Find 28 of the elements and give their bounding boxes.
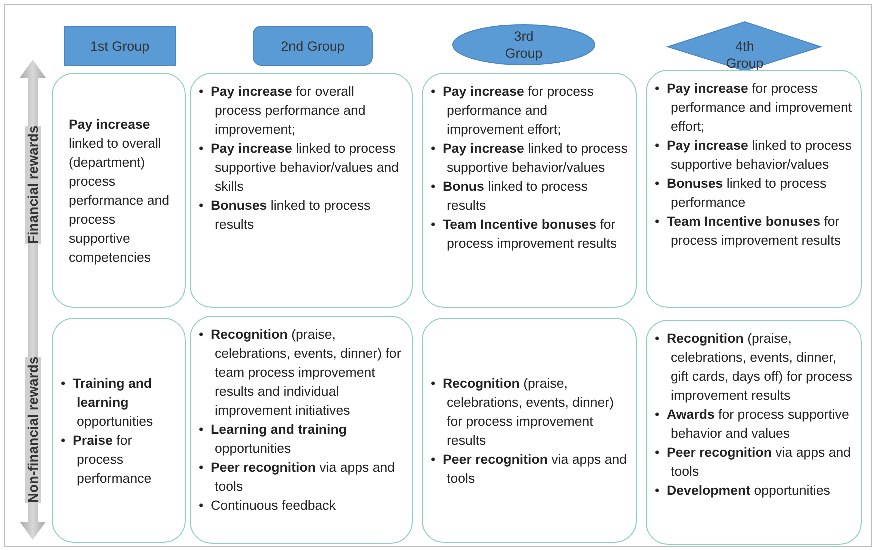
bullet-text: • Recognition (praise, celebrations, events, dinner) for team process improvement results and individual improvement initiatives [199,326,402,420]
axis-label: Non-financial rewards [25,356,42,504]
bullet-text: • Pay increase for overall process performance and improvement; [199,83,367,139]
reward-card [52,73,186,308]
reward-card [422,318,637,543]
axis-label: Financial rewards [25,126,42,244]
bullet-text: • Praise for process performance [61,432,153,488]
bullet-text: • Bonus linked to process results [431,178,589,215]
group-heading: 3rd Group [504,28,544,62]
group-heading: 1st Group [90,38,150,54]
group-heading: 4th Group [725,38,765,72]
bullet-text: • Peer recognition via apps and tools [199,459,396,496]
bullet-text: • Pay increase for process performance and improvement effort; [431,83,595,139]
reward-card [646,320,862,545]
group-heading: 2nd Group [281,38,345,54]
bullet-text: • Pay increase for process performance and improvement effort; [655,80,853,136]
reward-card [52,318,186,543]
bullet-text: • Team Incentive bonuses for process improvement results [655,213,842,250]
bullet-text: • Continuous feedback [199,497,337,515]
reward-card [190,316,413,544]
bullet-text: • Team Incentive bonuses for process improvement results [431,216,618,253]
reward-card [190,73,413,308]
reward-card [422,73,637,308]
bullet-text: • Peer recognition via apps and tools [431,450,628,488]
bullet-text: • Development opportunities [655,482,832,500]
cell-text: Pay increase linked to overall (department) process performance and process supportive competencies [68,116,171,266]
reward-card [646,70,862,308]
bullet-text: • Bonuses linked to process results [199,197,372,234]
